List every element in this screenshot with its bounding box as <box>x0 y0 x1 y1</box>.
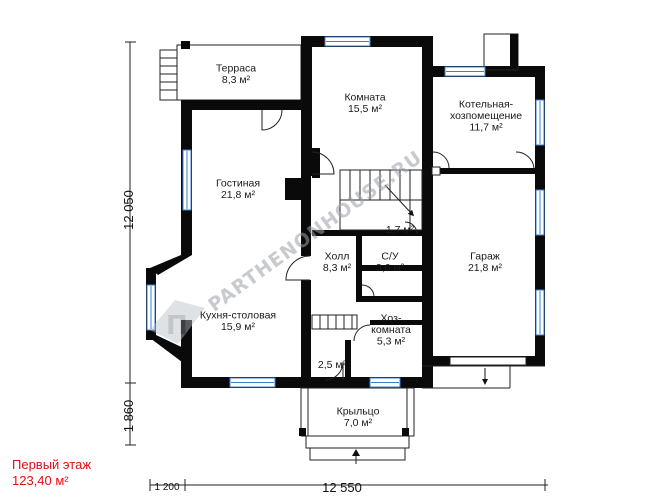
garage-door <box>449 356 527 385</box>
dim-height-porch: 1 860 <box>121 400 136 433</box>
room-small-area: 2,5 м² <box>318 359 347 371</box>
room-holl-area: 8,3 м² <box>323 262 352 274</box>
porch <box>300 387 415 464</box>
room-stair-area: 1,7 м² <box>386 224 415 236</box>
room-su-name: С/У <box>381 250 399 262</box>
room-kuhnya-name: Кухня-столовая <box>200 309 276 321</box>
room-su-area: 3,6 м² <box>376 262 405 274</box>
room-kotelnaya-name: хозпомещение <box>450 110 522 122</box>
dimension-lines <box>125 41 548 491</box>
dim-width-total: 12 550 <box>322 480 362 495</box>
dim-height-main: 12 050 <box>121 190 136 230</box>
room-kuhnya-area: 15,9 м² <box>221 321 256 333</box>
room-gostinaya-area: 21,8 м² <box>221 189 256 201</box>
watermark-logo-icon: П <box>150 300 205 344</box>
room-hozkomnata-name: Хоз- <box>381 313 402 325</box>
room-hozkomnata-area: 5,3 м² <box>377 336 406 348</box>
room-garazh-name: Гараж <box>470 250 500 262</box>
interior-walls <box>285 148 535 380</box>
room-krylco-area: 7,0 м² <box>344 417 373 429</box>
floor-area: 123,40 м² <box>12 473 69 488</box>
room-krylco-name: Крыльцо <box>337 405 380 417</box>
floor-title: Первый этаж <box>12 457 91 472</box>
room-holl-name: Холл <box>325 250 350 262</box>
doors <box>261 109 535 381</box>
stairs <box>311 169 423 330</box>
room-hozkomnata-name: комната <box>371 324 411 336</box>
room-kotelnaya-name: Котельная- <box>459 99 514 111</box>
room-komnata-area: 15,5 м² <box>348 103 383 115</box>
room-terrace-area: 8,3 м² <box>222 74 251 86</box>
room-garazh-area: 21,8 м² <box>468 262 503 274</box>
dim-offset-left: 1 200 <box>154 482 179 493</box>
room-terrace-name: Терраса <box>216 62 256 74</box>
watermark-mark: П <box>166 311 188 341</box>
room-gostinaya-name: Гостиная <box>216 177 260 189</box>
room-komnata-name: Комната <box>344 91 385 103</box>
room-kotelnaya-area: 11,7 м² <box>469 122 503 134</box>
